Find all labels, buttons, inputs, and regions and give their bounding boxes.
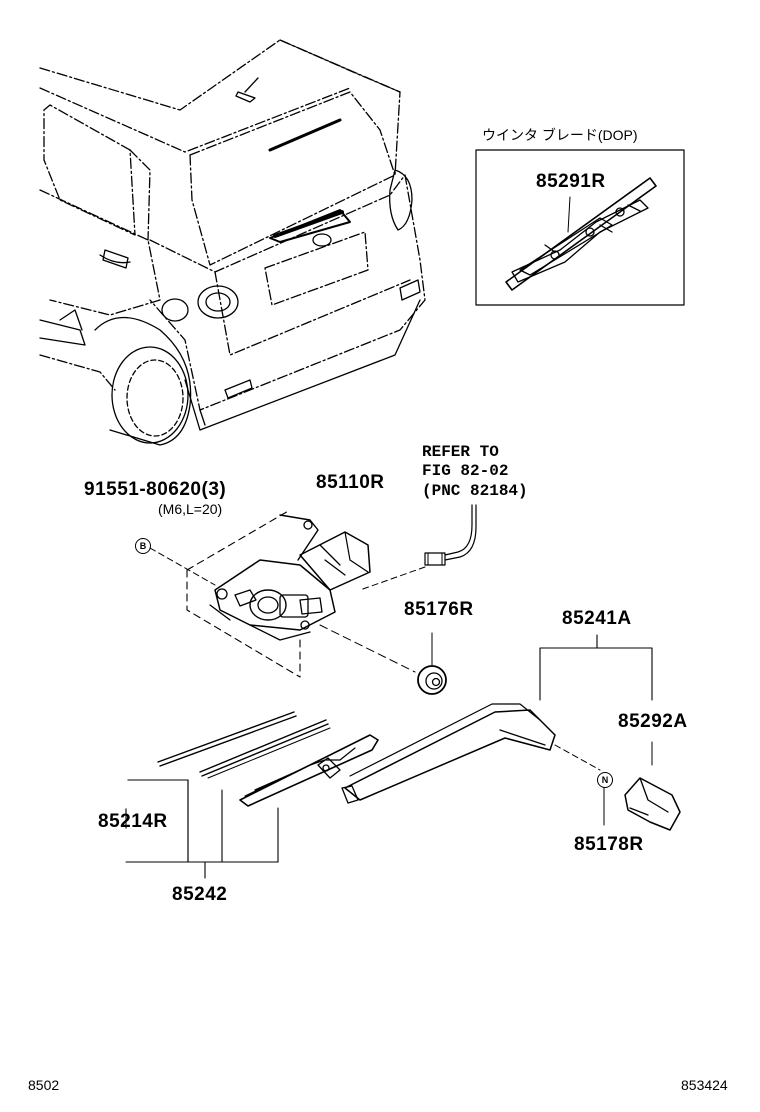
nut-badge-letter: N <box>601 775 609 785</box>
bolt-badge: B <box>135 538 151 554</box>
wiper-cap <box>417 632 447 695</box>
part-label-cap: 85176R <box>404 599 474 620</box>
footer-left-code: 8502 <box>28 1077 60 1093</box>
inset-frame <box>475 149 685 306</box>
footer-right-code: 853424 <box>681 1077 728 1093</box>
part-label-blade: 85242 <box>172 884 228 905</box>
part-label-motor: 85110R <box>316 472 385 493</box>
arm-cover <box>624 741 681 831</box>
part-label-arm-cover: 85292A <box>618 711 688 732</box>
bolt-badge-letter: B <box>139 541 147 551</box>
vehicle-rear-illustration <box>39 39 426 446</box>
bolt-spec: (M6,L=20) <box>158 501 223 517</box>
wiper-arm <box>341 634 653 804</box>
connector-wire <box>359 504 477 591</box>
part-label-blade-dop: 85291R <box>536 171 606 192</box>
part-label-nut: 85178R <box>574 834 644 855</box>
part-label-arm-assy: 85241A <box>562 608 632 629</box>
refer-line-1: REFER TO <box>422 443 499 461</box>
inset-title: ウインタ ブレード(DOP) <box>482 127 638 143</box>
part-label-rubber: 85214R <box>98 811 168 832</box>
wiper-blade-set <box>124 711 379 879</box>
nut-badge: N <box>597 772 613 788</box>
refer-line-3: (PNC 82184) <box>422 482 528 500</box>
refer-line-2: FIG 82-02 <box>422 462 509 480</box>
part-label-bolt: 91551-80620(3) <box>84 479 227 500</box>
wiper-motor <box>149 509 416 678</box>
